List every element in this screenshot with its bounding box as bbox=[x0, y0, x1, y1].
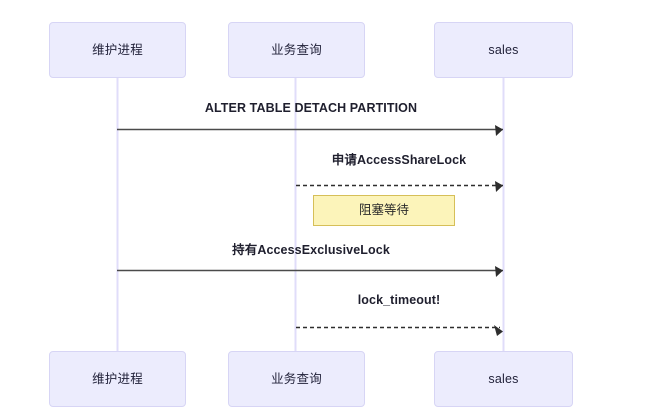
actor-label-sales-bottom: sales bbox=[488, 371, 519, 386]
actor-label-maintenance-top: 维护进程 bbox=[92, 42, 143, 57]
arrowhead-hold-access-exclusive-lock bbox=[495, 266, 503, 277]
note-blocking-wait: 阻塞等待 bbox=[313, 195, 455, 226]
arrowhead-lock-timeout bbox=[494, 325, 503, 336]
message-label-hold-access-exclusive-lock: 持有AccessExclusiveLock bbox=[232, 243, 390, 257]
note-label-blocking-wait: 阻塞等待 bbox=[358, 203, 409, 218]
actor-box-top-sales[interactable]: sales bbox=[434, 22, 573, 78]
actor-label-business-query-bottom: 业务查询 bbox=[271, 371, 322, 386]
arrowhead-request-access-share-lock bbox=[495, 181, 503, 192]
message-label-lock-timeout: lock_timeout! bbox=[357, 293, 441, 307]
message-label-request-access-share-lock: 申请AccessShareLock bbox=[331, 153, 467, 167]
actor-box-bottom-sales[interactable]: sales bbox=[434, 351, 573, 407]
actor-box-bottom-business-query[interactable]: 业务查询 bbox=[228, 351, 365, 407]
actor-box-bottom-maintenance[interactable]: 维护进程 bbox=[49, 351, 186, 407]
actor-box-top-maintenance[interactable]: 维护进程 bbox=[49, 22, 186, 78]
actor-label-business-query-top: 业务查询 bbox=[271, 42, 322, 57]
actor-label-maintenance-bottom: 维护进程 bbox=[92, 371, 143, 386]
arrowhead-alter-table-detach-partition bbox=[495, 125, 503, 136]
actor-box-top-business-query[interactable]: 业务查询 bbox=[228, 22, 365, 78]
actor-label-sales-top: sales bbox=[488, 42, 519, 57]
message-label-alter-table-detach-partition: ALTER TABLE DETACH PARTITION bbox=[204, 101, 418, 115]
